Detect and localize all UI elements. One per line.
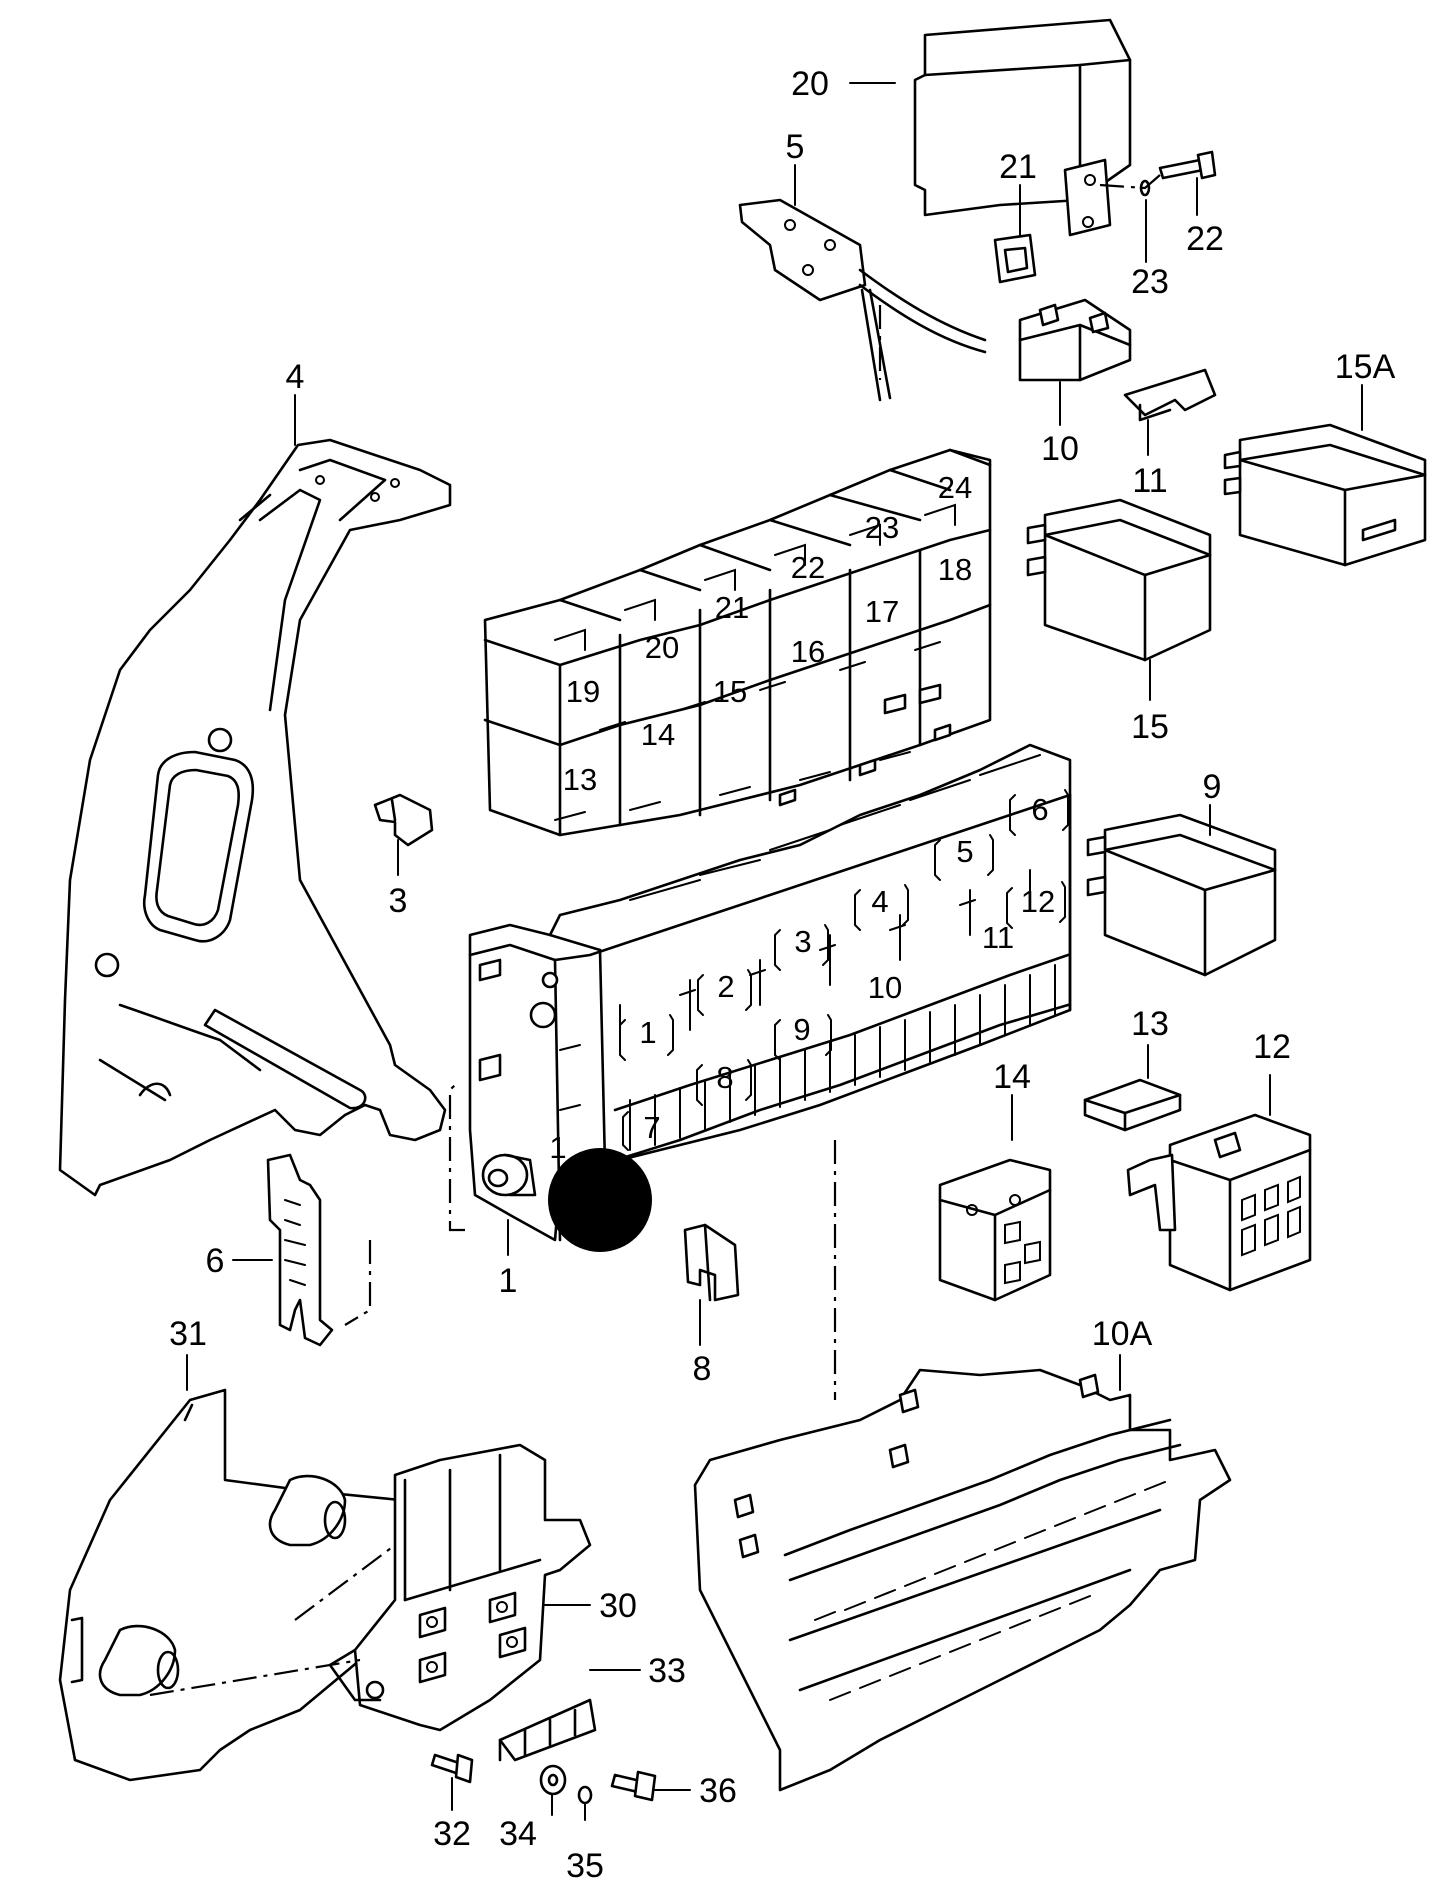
relay-slot-22: 22 bbox=[791, 550, 825, 585]
part-5-bracket bbox=[738, 198, 987, 402]
fuse-box-slot-labels: 6 5 12 4 11 3 10 2 9 1 8 7 1 bbox=[549, 792, 1055, 1165]
part-15-relay bbox=[1026, 498, 1212, 662]
slot-5: 5 bbox=[956, 834, 973, 869]
part-13-fuse bbox=[1083, 1078, 1182, 1132]
callout-12: 12 bbox=[1253, 1028, 1291, 1066]
part-14-relay-socket bbox=[938, 1158, 1052, 1302]
part-10-relay-carrier bbox=[1018, 298, 1132, 382]
slot-12: 12 bbox=[1021, 884, 1055, 919]
callout-labels: 20 5 21 22 23 4 10 11 15A 15 3 9 13 12 1… bbox=[169, 65, 1395, 1885]
relay-slot-19: 19 bbox=[566, 674, 600, 709]
callout-13: 13 bbox=[1131, 1005, 1169, 1043]
callout-23: 23 bbox=[1131, 263, 1169, 301]
callout-10: 10 bbox=[1041, 430, 1079, 468]
callout-4: 4 bbox=[286, 358, 305, 396]
relay-slot-13: 13 bbox=[563, 762, 597, 797]
relay-slot-23: 23 bbox=[865, 510, 899, 545]
assembly-lines bbox=[149, 174, 1161, 1697]
callout-20: 20 bbox=[791, 65, 829, 103]
callout-32: 32 bbox=[433, 1815, 471, 1853]
part-22-screw bbox=[1158, 150, 1217, 180]
part-8-clip bbox=[683, 1223, 740, 1302]
relay-slot-14: 14 bbox=[641, 717, 675, 752]
callout-34: 34 bbox=[499, 1815, 537, 1853]
part-11-clip bbox=[1123, 368, 1217, 422]
part-15a-relay bbox=[1223, 423, 1427, 567]
slot-4: 4 bbox=[871, 884, 888, 919]
relay-slot-20: 20 bbox=[645, 630, 679, 665]
slot-2: 2 bbox=[717, 969, 734, 1004]
part-30-holder bbox=[328, 1443, 592, 1732]
part-36-bolt bbox=[610, 1770, 657, 1802]
callout-22: 22 bbox=[1186, 220, 1224, 258]
slot-brackets bbox=[619, 789, 1069, 1151]
part-10a-connector bbox=[693, 1368, 1232, 1792]
slot-7: 7 bbox=[643, 1110, 660, 1145]
part-9-relay bbox=[1086, 813, 1277, 977]
part-31-cover bbox=[58, 1388, 402, 1782]
part-6-clip bbox=[266, 1153, 334, 1347]
callout-5: 5 bbox=[786, 128, 805, 166]
callout-14: 14 bbox=[993, 1058, 1031, 1096]
callout-15: 15 bbox=[1131, 708, 1169, 746]
callout-31: 31 bbox=[169, 1315, 207, 1353]
slot-6: 6 bbox=[1031, 792, 1048, 827]
callout-3: 3 bbox=[389, 882, 408, 920]
slot-9: 9 bbox=[793, 1012, 810, 1047]
relay-slot-labels: 24 23 22 21 20 19 18 17 16 15 14 13 bbox=[563, 470, 972, 797]
part-23-washer bbox=[1139, 179, 1151, 197]
slot-1: 1 bbox=[639, 1015, 656, 1050]
relay-slot-16: 16 bbox=[791, 634, 825, 669]
callout-10a: 10A bbox=[1092, 1315, 1153, 1353]
callout-9: 9 bbox=[1203, 768, 1222, 806]
part-35-spring-washer bbox=[577, 1785, 593, 1805]
callout-6: 6 bbox=[206, 1242, 225, 1280]
part-3-clip bbox=[373, 793, 434, 847]
callout-33: 33 bbox=[648, 1652, 686, 1690]
part-12-connector bbox=[1126, 1113, 1312, 1292]
leader-lines bbox=[186, 82, 1363, 1821]
callout-21: 21 bbox=[999, 148, 1037, 186]
slot-3: 3 bbox=[794, 924, 811, 959]
relay-slot-18: 18 bbox=[938, 552, 972, 587]
relay-slot-15: 15 bbox=[713, 674, 747, 709]
callout-30: 30 bbox=[599, 1587, 637, 1625]
callout-15a: 15A bbox=[1335, 348, 1396, 386]
redaction-dot bbox=[548, 1148, 652, 1252]
part-32-screw bbox=[430, 1753, 474, 1784]
slot-8: 8 bbox=[716, 1060, 733, 1095]
part-20-control-unit bbox=[913, 18, 1132, 284]
part-1-fuse-box bbox=[468, 683, 1072, 1252]
relay-slot-21: 21 bbox=[715, 590, 749, 625]
relay-slot-24: 24 bbox=[938, 470, 972, 505]
part-33-clip-strip bbox=[498, 1698, 597, 1762]
slot-1-side: 1 bbox=[549, 1130, 566, 1165]
relay-bank bbox=[483, 448, 992, 837]
callout-8: 8 bbox=[693, 1350, 712, 1388]
slot-10: 10 bbox=[868, 970, 902, 1005]
part-34-washer bbox=[539, 1764, 567, 1796]
callout-35: 35 bbox=[566, 1847, 604, 1885]
relay-slot-17: 17 bbox=[865, 594, 899, 629]
callout-1: 1 bbox=[499, 1262, 518, 1300]
callout-11: 11 bbox=[1132, 462, 1167, 500]
callout-36: 36 bbox=[699, 1772, 737, 1810]
part-4-mounting-bracket bbox=[58, 438, 452, 1197]
